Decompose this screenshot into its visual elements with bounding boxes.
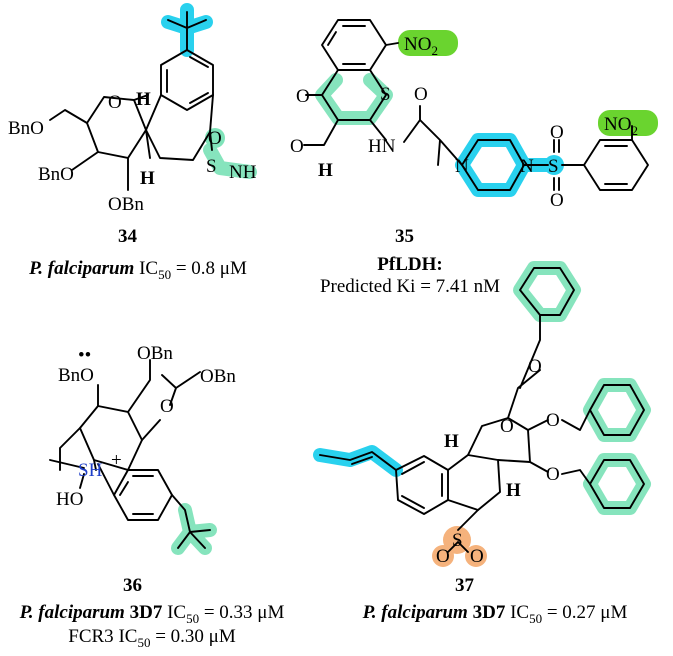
nitro-highlight-35a: [398, 30, 458, 56]
aromatic-ring-34: [160, 49, 214, 111]
ring-oxygen-36: O: [160, 396, 174, 417]
h-label-37a: H: [444, 431, 459, 452]
h-label-34b: H: [140, 168, 155, 189]
h-label-37b: H: [506, 480, 521, 501]
piperazine-n2-label: N: [520, 156, 534, 177]
ether-oxygen-37b: O: [546, 410, 560, 431]
compound-number-35: 35: [395, 226, 414, 247]
sulfoximine-oxygen-34: O: [208, 128, 222, 149]
piperazine-n1-label: N: [455, 156, 469, 177]
obn-label-36b: OBn: [200, 366, 236, 387]
bno-label-34b: BnO: [38, 164, 74, 185]
nitro-highlight-35b: [598, 110, 658, 136]
caption-37: P. falciparum 3D7 IC50 = 0.27 μM: [362, 602, 628, 626]
bno-label-36: BnO: [58, 365, 94, 386]
sulfur-label-34: S: [206, 156, 217, 177]
sulfone-o1-label: O: [436, 546, 450, 567]
obn-label-36a: OBn: [137, 343, 173, 364]
obn-label-34: OBn: [108, 194, 144, 215]
compound-37-structure: [313, 261, 651, 567]
ring-oxygen-37: O: [500, 416, 514, 437]
sulfonium-sh-label: SH: [78, 460, 103, 481]
sulfoximine-highlight-34: [203, 143, 257, 179]
sulfonyl-s-highlight: [544, 155, 564, 175]
sulfone-o2-highlight: [465, 545, 487, 567]
sulfur-label-35: S: [380, 84, 391, 105]
benzyl-highlight-37c: [583, 453, 651, 515]
sulfone-o2-label: O: [470, 546, 484, 567]
sulfonyl-o2-label: O: [550, 190, 564, 211]
compound-36-structure: [49, 359, 217, 555]
ring-oxygen-34: O: [108, 92, 122, 113]
amide-oxygen-35: O: [414, 84, 428, 105]
compound-35-structure: [303, 19, 658, 197]
ether-oxygen-37c: O: [546, 464, 560, 485]
compound-number-36: 36: [123, 575, 142, 596]
ketone-oxygen-35: O: [296, 86, 310, 107]
compound-number-34: 34: [118, 226, 137, 247]
thiochromone-highlight-35: [315, 73, 393, 125]
ether-oxygen-37a: O: [528, 356, 542, 377]
compound-34-structure: [49, 3, 257, 191]
nh-label-34: NH: [229, 162, 257, 183]
hn-label-35: HN: [368, 136, 396, 157]
lone-pair-dots-36: ••: [78, 345, 91, 366]
h-label-34a: H: [136, 89, 151, 110]
aldehyde-oxygen-35: O: [290, 136, 304, 157]
caption-35-value: Predicted Ki = 7.41 nM: [319, 276, 501, 297]
nitro-label-35a: NO2: [404, 34, 438, 58]
sulfone-s-label: S: [452, 530, 463, 551]
caption-36-line2: FCR3 IC50 = 0.30 μM: [68, 626, 236, 650]
caption-34: P. falciparum IC50 = 0.8 μM: [29, 258, 247, 282]
nitro-label-35b: NO2: [604, 114, 638, 138]
ho-label-36: HO: [56, 489, 83, 510]
caption-35-title: PfLDH:: [377, 254, 443, 275]
positive-charge-36: +: [111, 450, 122, 471]
caption-36-line1: P. falciparum 3D7 IC50 = 0.33 μM: [19, 602, 285, 626]
bno-label-34a: BnO: [8, 118, 44, 139]
compound-number-37: 37: [455, 575, 474, 596]
benzyl-highlight-37b: [583, 378, 651, 442]
sulfonyl-s-label: S: [548, 156, 559, 177]
h-label-35: H: [318, 160, 333, 181]
sulfonyl-o1-label: O: [550, 122, 564, 143]
